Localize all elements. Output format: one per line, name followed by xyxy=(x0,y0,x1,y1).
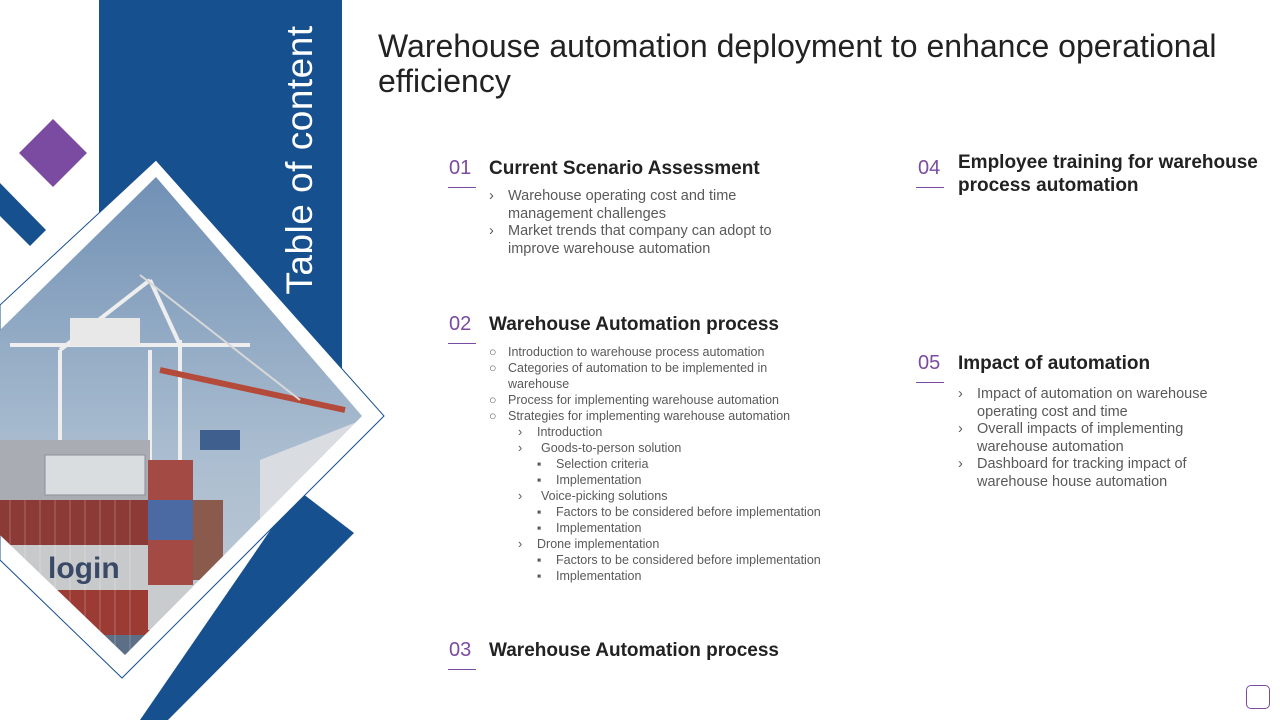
list-item: ○Strategies for implementing warehouse a… xyxy=(489,409,791,423)
chevron-right-icon: › xyxy=(518,441,523,455)
list-item: ›Dashboard for tracking impact of wareho… xyxy=(958,456,1187,490)
list-item: ›Voice-picking solutions xyxy=(518,489,668,503)
list-item: ▪Implementation xyxy=(537,521,642,535)
section-number-03: 03 xyxy=(449,639,472,661)
section-05-list: ›Impact of automation on warehouse opera… xyxy=(958,386,1228,491)
section-02-list: ○Introduction to warehouse process autom… xyxy=(489,344,849,584)
list-item: ›Goods-to-person solution xyxy=(518,441,682,455)
section-underline xyxy=(916,382,944,383)
section-underline xyxy=(448,669,476,670)
circle-bullet-icon: ○ xyxy=(489,409,497,423)
section-underline xyxy=(448,343,476,344)
section-title-01: Current Scenario Assessment xyxy=(489,158,760,179)
section-title-05: Impact of automation xyxy=(958,353,1151,374)
chevron-right-icon: › xyxy=(489,188,494,204)
circle-bullet-icon: ○ xyxy=(489,345,497,359)
list-item: ▪Selection criteria xyxy=(537,457,649,471)
list-item: ▪Factors to be considered before impleme… xyxy=(537,505,821,519)
chevron-right-icon: › xyxy=(489,223,494,239)
section-number-05: 05 xyxy=(918,352,941,374)
side-title: Table of content xyxy=(279,25,320,295)
list-item: ▪Implementation xyxy=(537,569,642,583)
section-title-03: Warehouse Automation process xyxy=(489,640,779,661)
chevron-right-icon: › xyxy=(518,537,523,551)
container-logo-text: login xyxy=(48,552,120,585)
blue-diamond-strip-bottom xyxy=(140,490,354,720)
chevron-right-icon: › xyxy=(518,489,523,503)
list-item: ›Introduction xyxy=(518,425,603,439)
list-item: ○Process for implementing warehouse auto… xyxy=(489,393,779,407)
square-bullet-icon: ▪ xyxy=(537,505,542,519)
section-title-02: Warehouse Automation process xyxy=(489,314,779,335)
chevron-right-icon: › xyxy=(958,456,963,472)
list-item: ›Impact of automation on warehouse opera… xyxy=(958,386,1208,420)
circle-bullet-icon: ○ xyxy=(489,361,497,375)
chevron-right-icon: › xyxy=(518,425,523,439)
square-bullet-icon: ▪ xyxy=(537,569,542,583)
port-photo-collage: login xyxy=(0,159,385,720)
square-bullet-icon: ▪ xyxy=(537,457,542,471)
section-01-list: ›Warehouse operating cost and time manag… xyxy=(489,188,779,258)
list-item: ▪Factors to be considered before impleme… xyxy=(537,553,821,567)
circle-bullet-icon: ○ xyxy=(489,393,497,407)
section-number-01: 01 xyxy=(449,157,472,179)
list-item: ○Introduction to warehouse process autom… xyxy=(489,345,765,359)
blue-diamond-strip-top xyxy=(0,183,46,246)
page-title: Warehouse automation deployment to enhan… xyxy=(378,28,1217,99)
list-item: ›Overall impacts of implementing warehou… xyxy=(958,421,1184,455)
square-bullet-icon: ▪ xyxy=(537,473,542,487)
chevron-right-icon: › xyxy=(958,421,963,437)
section-underline xyxy=(916,187,944,188)
list-item: ›Market trends that company can adopt to… xyxy=(489,223,772,257)
slide-corner-icon xyxy=(1246,685,1270,709)
list-item: ▪Implementation xyxy=(537,473,642,487)
square-bullet-icon: ▪ xyxy=(537,521,542,535)
section-number-04: 04 xyxy=(918,157,941,179)
list-item: ›Warehouse operating cost and time manag… xyxy=(489,188,737,222)
list-item: ○Categories of automation to be implemen… xyxy=(489,361,768,391)
section-number-02: 02 xyxy=(449,313,472,335)
section-title-04: Employee training for warehouse process … xyxy=(958,152,1258,196)
chevron-right-icon: › xyxy=(958,386,963,402)
section-underline xyxy=(448,187,476,188)
square-bullet-icon: ▪ xyxy=(537,553,542,567)
list-item: ›Drone implementation xyxy=(518,537,660,551)
